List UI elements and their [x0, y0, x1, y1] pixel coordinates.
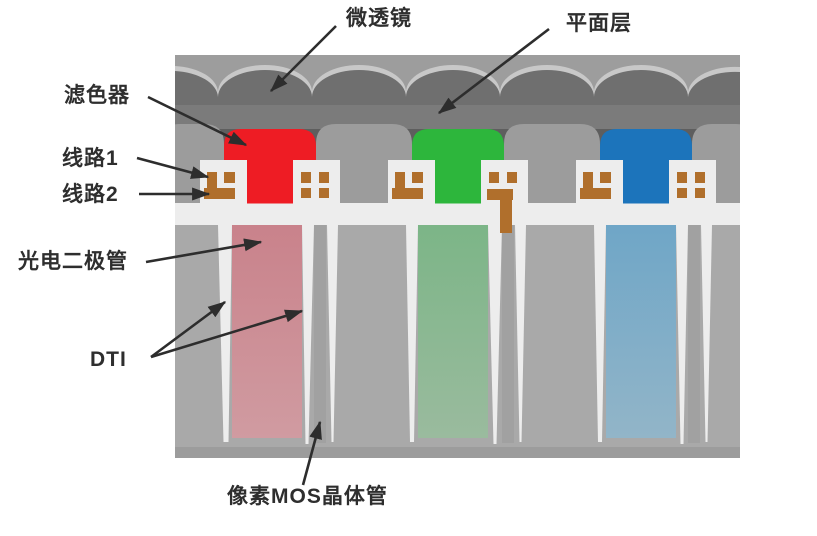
substrate-bottom-strip — [175, 447, 740, 458]
circuit2-label: 线路2 — [62, 183, 119, 206]
planar-layer — [175, 105, 740, 129]
dielectric-band — [175, 203, 740, 225]
pixel-mos-bar-blue — [688, 225, 700, 443]
trench-blue-thin — [701, 225, 712, 442]
wiring-green-left — [392, 172, 423, 199]
trench-green-thin — [515, 225, 526, 442]
dti-arrow-left — [150, 300, 227, 359]
circuit1-arrow — [136, 156, 210, 179]
circuit-block-red-right — [293, 160, 340, 204]
photodiode-label: 光电二极管 — [18, 250, 128, 273]
color-filter-label: 滤色器 — [64, 84, 130, 107]
color-filter-arrow — [147, 95, 248, 147]
planar-layer-label: 平面层 — [566, 12, 632, 35]
microlens-arrow — [270, 25, 337, 92]
dti-trench-blue-right — [676, 225, 688, 444]
microlens-label: 微透镜 — [346, 7, 412, 30]
circuit-block-blue-right — [669, 160, 716, 204]
planar-layer-arrow — [437, 27, 550, 115]
annotation-arrows — [136, 25, 550, 486]
photodiode-arrow — [145, 238, 263, 264]
dti-trench-green-left — [406, 225, 418, 442]
trench-red-thin — [327, 225, 338, 442]
color-filter-blue — [600, 129, 692, 204]
pixel-mos-bar-green — [502, 225, 514, 443]
pixel-mos-arrow — [301, 420, 322, 486]
color-filter-green — [412, 129, 504, 204]
circuit1-label: 线路1 — [62, 147, 119, 170]
pixel-mos-bar-red — [314, 225, 326, 443]
wiring-blue-right — [677, 172, 705, 198]
wiring-blue-left — [580, 172, 611, 199]
wiring-green-right — [487, 172, 517, 233]
color-filter-red — [224, 129, 316, 204]
wiring-red-right — [301, 172, 329, 198]
dti-trench-green-right — [488, 225, 502, 444]
dti-arrow-right — [150, 309, 304, 359]
photodiode-red — [232, 225, 302, 438]
microlens-layer — [175, 70, 740, 112]
dti-trench-blue-left — [594, 225, 606, 442]
photodiode-blue — [606, 225, 676, 438]
dti-trench-red-right — [302, 225, 314, 444]
pixel-mos-label: 像素MOS晶体管 — [227, 485, 388, 508]
photodiode-green — [418, 225, 488, 438]
dti-label: DTI — [90, 348, 127, 371]
wiring-red-left — [204, 172, 235, 199]
